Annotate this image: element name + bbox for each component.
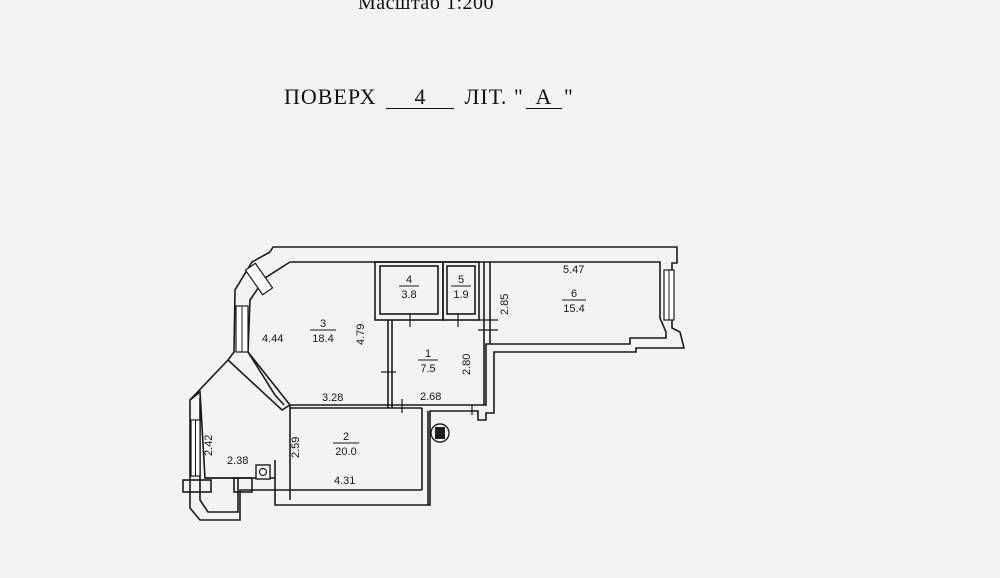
dim-444: 4.44 [262,333,283,345]
windows [190,262,675,477]
stove-icon [255,464,271,480]
dim-547: 5.47 [563,264,584,276]
room-labels: 3 18.4 4 3.8 5 1.9 6 15.4 1 7.5 2 20.0 [310,274,586,458]
lit-label: ЛІТ. " [464,84,524,109]
dim-259: 2.59 [290,437,302,458]
room-4-area: 3.8 [401,289,416,301]
bay-wall-lower-inner [247,351,285,406]
floor-heading: ПОВЕРХ 4 ЛІТ. "А" [284,84,574,110]
room-2-area: 20.0 [335,446,356,458]
room-1-number: 1 [425,348,431,360]
loggia-post [182,479,212,493]
room-5-walls [442,261,480,321]
room-6-area: 15.4 [563,303,584,315]
loggia-wall [189,390,239,513]
dim-285: 2.85 [499,294,511,315]
room-4-walls-inner [379,265,439,315]
scale-label: Масштаб 1:200 [358,0,495,14]
door-marks [381,313,498,415]
dim-328: 3.28 [322,392,343,404]
floor-label: ПОВЕРХ [284,84,377,109]
room-3-number: 3 [320,318,326,330]
dim-280: 2.80 [461,354,473,375]
room-3-area: 18.4 [312,333,333,345]
floor-number: 4 [386,86,455,109]
interior-walls [205,261,491,505]
room-4-number: 4 [406,274,412,286]
dim-242: 2.42 [203,435,215,456]
room-5-number: 5 [458,274,464,286]
room-5-walls-inner [446,265,476,315]
dimension-labels: 4.44 4.79 3.28 2.85 5.47 2.80 2.68 2.42 … [203,264,584,487]
dim-431: 4.31 [334,475,355,487]
bay-wall-lower [227,359,291,412]
room-1-area: 7.5 [420,363,435,375]
dim-268: 2.68 [420,391,441,403]
bay-wall-upper-inner [247,261,291,406]
dim-479: 4.79 [355,324,367,345]
dim-238: 2.38 [227,455,248,467]
bay-wall-upper [227,251,271,361]
room-2-number: 2 [343,431,349,443]
room-6-number: 6 [571,288,577,300]
fixtures [255,423,450,480]
lit-value: А [525,86,562,109]
room-5-area: 1.9 [453,289,468,301]
outer-wall-inner-line [290,261,667,406]
window-bay-top [244,262,274,296]
lit-close: " [563,84,574,109]
